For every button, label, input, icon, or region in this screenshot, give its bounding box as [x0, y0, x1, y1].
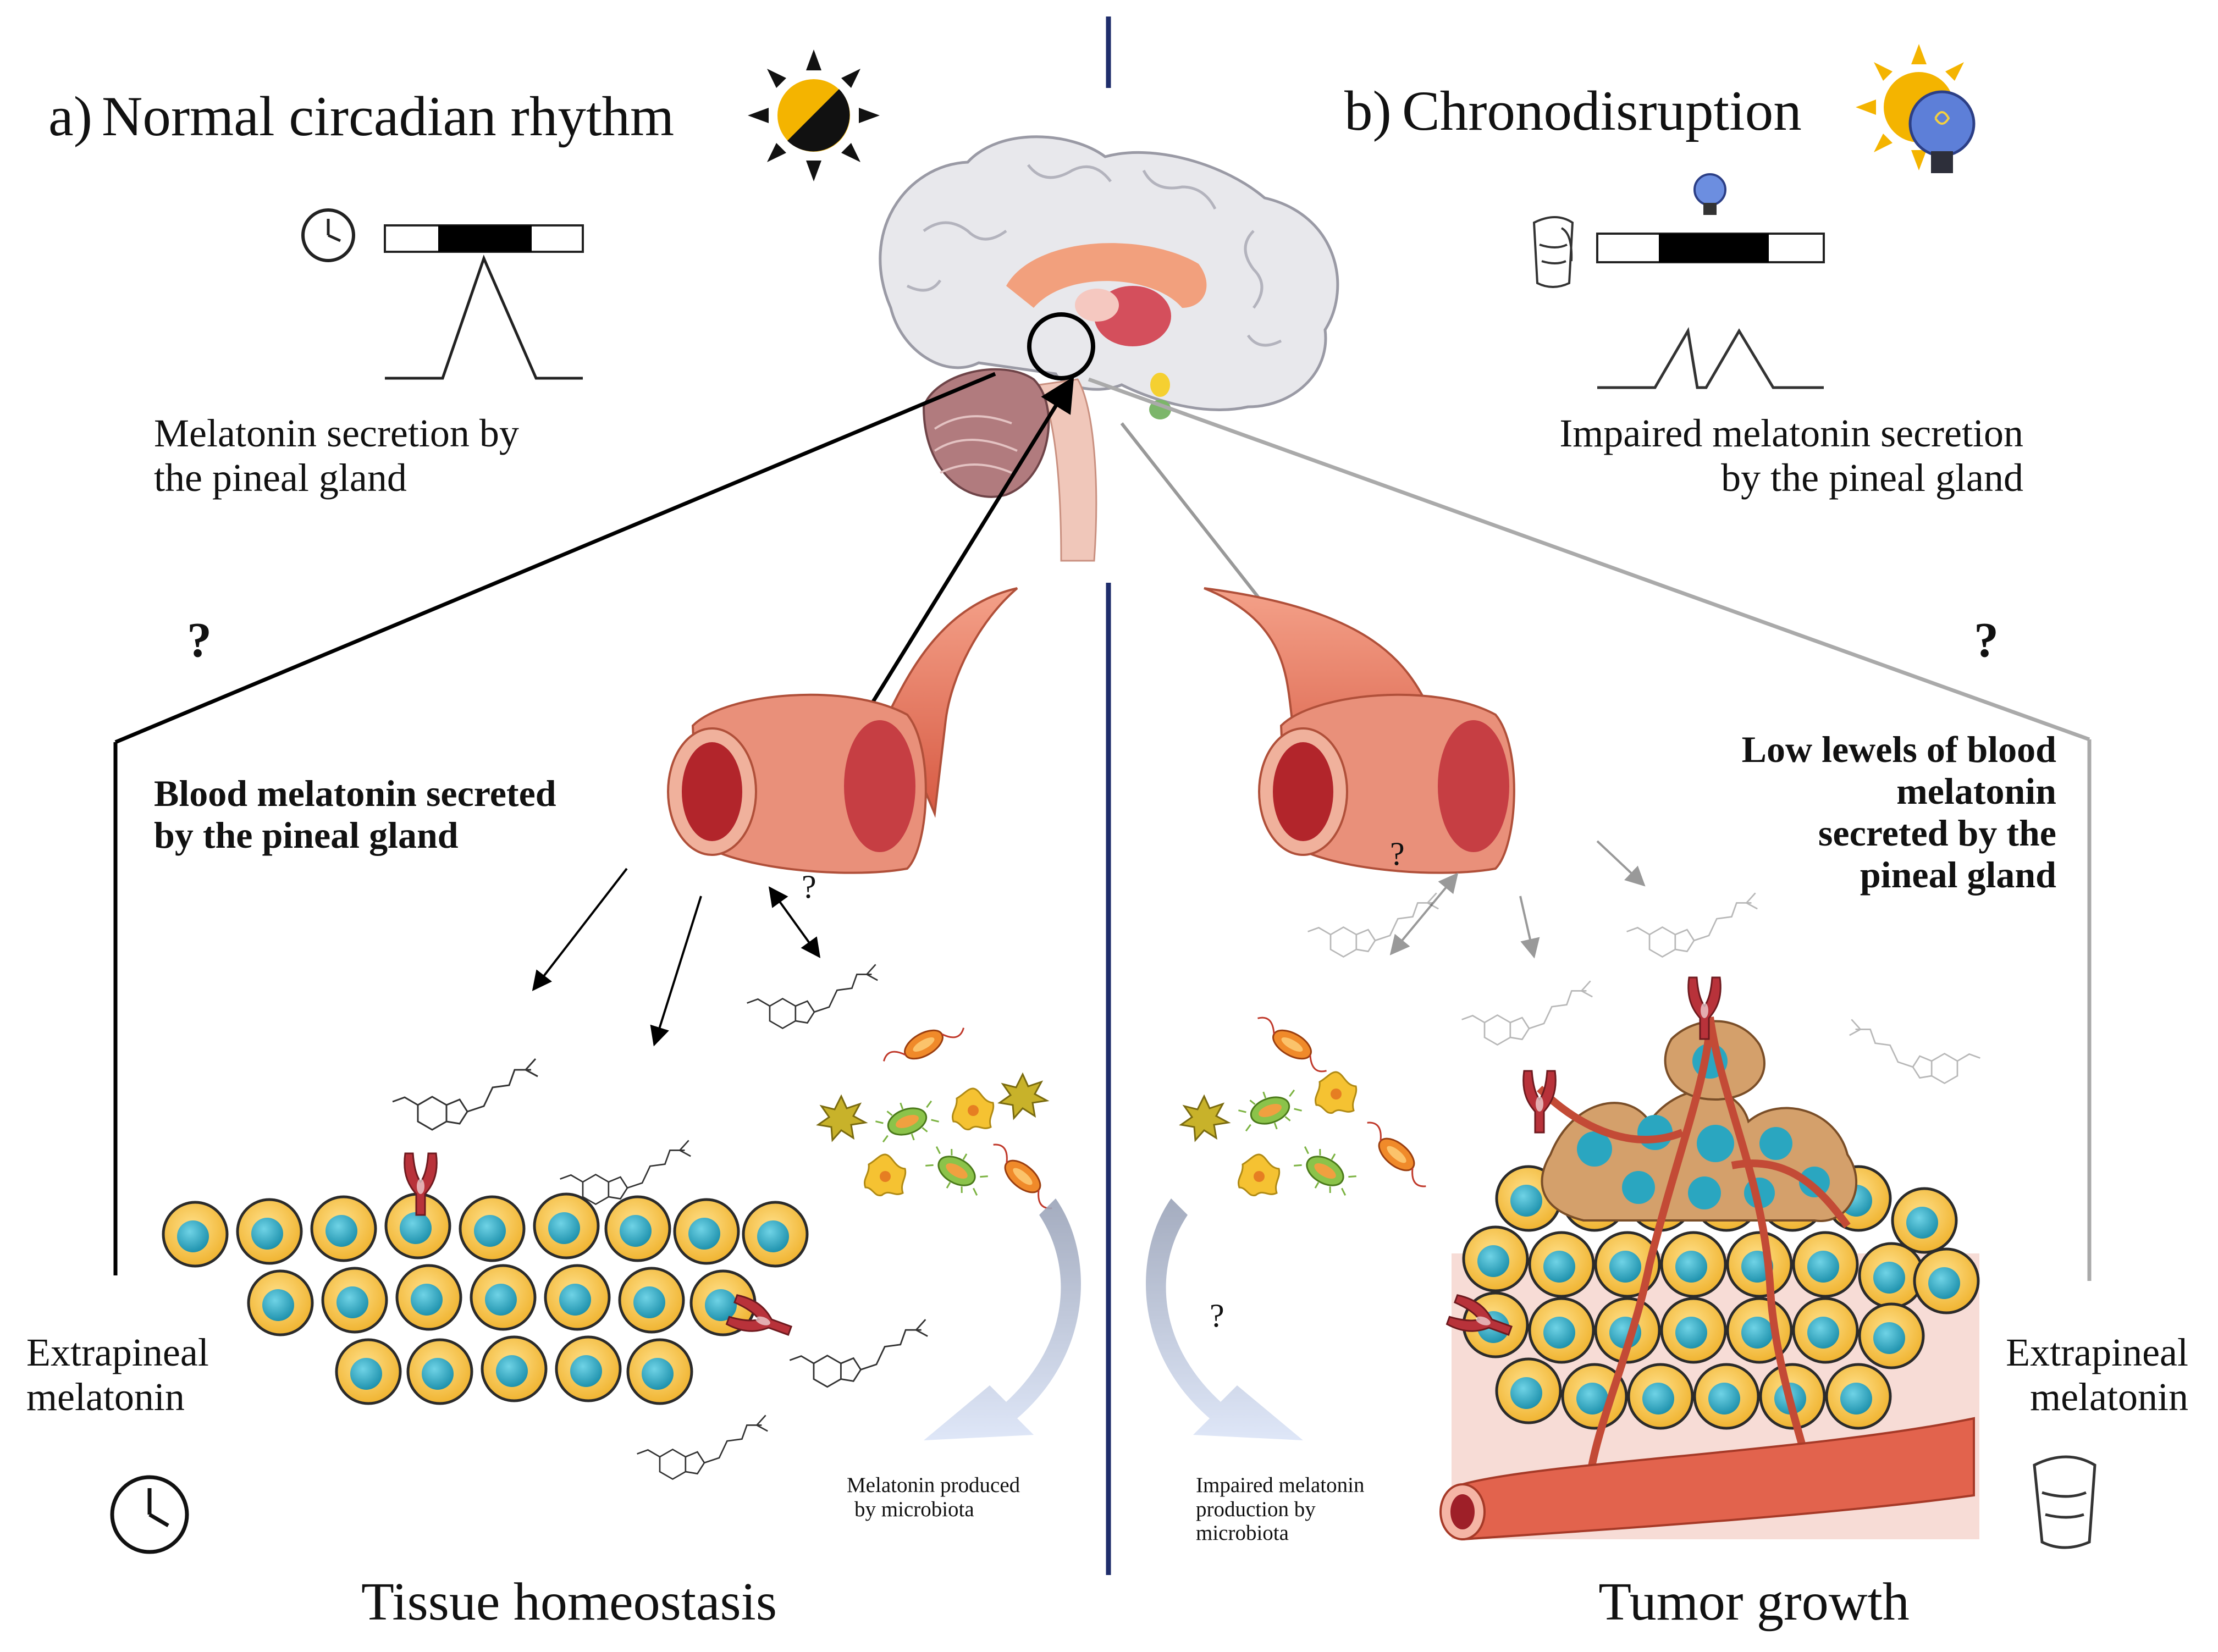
panel-a-microbiota-label: Melatonin produced by microbiota — [847, 1473, 1020, 1521]
panel-a-outcome: Tissue homeostasis — [361, 1572, 777, 1632]
unknown-mark-left: ? — [187, 613, 212, 667]
melatonin-molecule — [391, 1058, 539, 1131]
panel-b-extrapineal-label: Extrapineal melatonin — [2006, 1330, 2188, 1419]
panel-a-secretion-label: Melatonin secretion by the pineal gland — [154, 411, 519, 500]
lightbulb-icon — [1693, 173, 1726, 215]
clock-icon — [110, 1475, 189, 1554]
panel-b-title: Chronodisruption — [1402, 80, 1802, 142]
panel-b-microbiota-label: Impaired melatonin production by microbi… — [1196, 1473, 1365, 1545]
panel-a-letter: a) — [48, 85, 93, 148]
panel-a-blood-label: Blood melatonin secreted by the pineal g… — [154, 772, 556, 857]
melatonin-molecule — [559, 1140, 692, 1205]
sun-moon-icon — [748, 49, 880, 181]
melatonin-molecule — [1849, 1019, 1981, 1084]
brain-illustration — [879, 135, 1339, 562]
panel-b-letter: b) — [1344, 80, 1392, 142]
blood-vessel-left — [667, 587, 1018, 874]
panel-b-outcome: Tumor growth — [1598, 1572, 1910, 1632]
clock-icon — [301, 208, 355, 262]
microbiota-left — [817, 1013, 1064, 1213]
blood-vessel-right — [1204, 587, 1515, 874]
melatonin-molecule — [1626, 892, 1758, 958]
panel-b-blood-label: Low lewels of blood melatonin secreted b… — [1741, 728, 2056, 896]
microbiota-right — [1180, 1013, 1438, 1204]
melatonin-molecule — [788, 1318, 929, 1388]
unknown-mark-vessel-left: ? — [802, 869, 816, 905]
melatonin-molecule — [1307, 892, 1439, 958]
panel-a-extrapineal-label: Extrapineal melatonin — [26, 1330, 209, 1419]
panel-a-title: Normal circadian rhythm — [102, 85, 675, 148]
tumor-tissue — [1439, 976, 1979, 1541]
unknown-mark-right: ? — [1974, 613, 1999, 667]
melatonin-molecule — [636, 1415, 769, 1480]
panel-b-secretion-label: Impaired melatonin secretion by the pine… — [1559, 411, 2023, 500]
unknown-mark-microbiota-right: ? — [1210, 1297, 1224, 1334]
melatonin-molecule — [1461, 980, 1593, 1046]
unknown-mark-vessel-right: ? — [1390, 836, 1405, 872]
sun-bulb-icon — [1856, 44, 1976, 173]
phone-icon — [1532, 216, 1574, 288]
phone-icon — [2033, 1455, 2096, 1549]
healthy-tissue — [163, 1152, 807, 1404]
melatonin-molecule — [746, 964, 879, 1029]
